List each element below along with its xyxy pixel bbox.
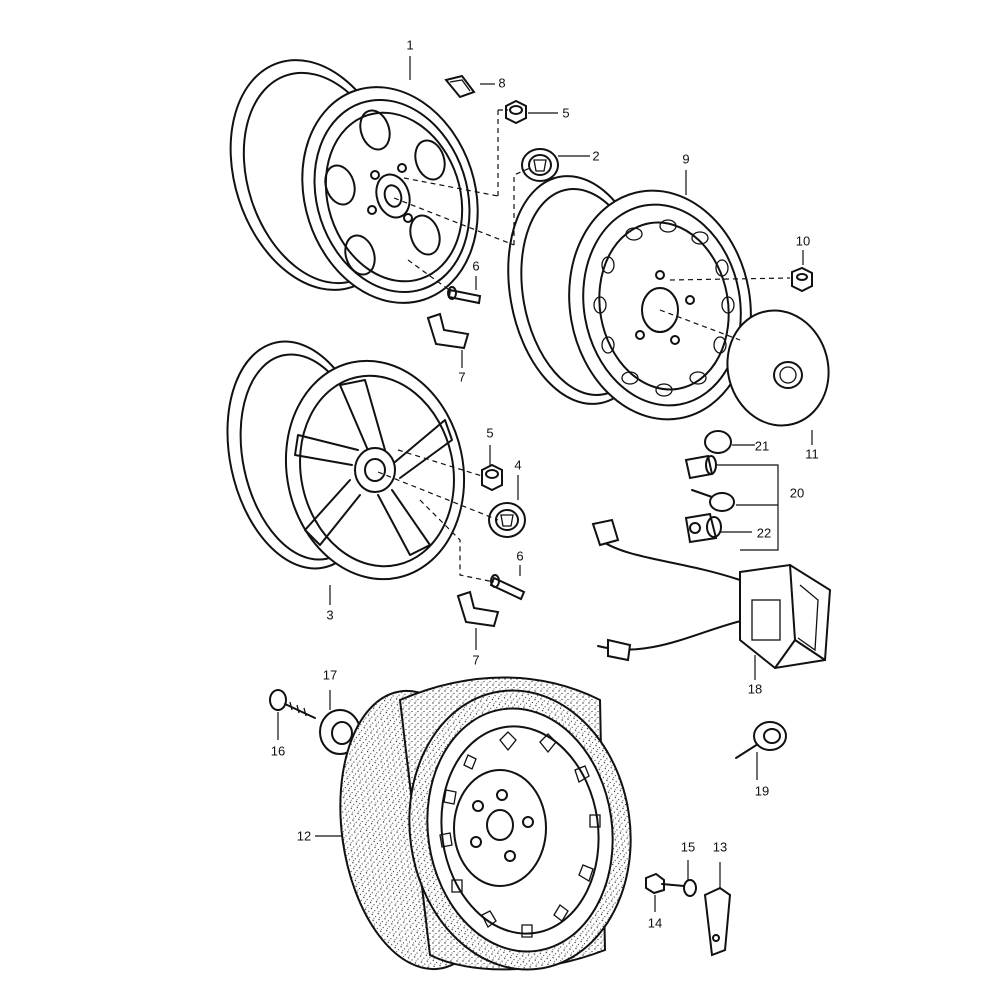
part-6-valve-stem-mid xyxy=(489,574,526,601)
callout-18: 18 xyxy=(748,681,762,696)
callout-5-top: 5 xyxy=(562,105,569,120)
callout-6-top: 6 xyxy=(472,258,479,273)
callout-12: 12 xyxy=(297,828,311,843)
part-4-center-cap xyxy=(488,502,526,538)
callout-17: 17 xyxy=(323,667,337,682)
callout-6-mid: 6 xyxy=(516,548,523,563)
part-15-washer xyxy=(683,879,697,897)
callout-5-mid: 5 xyxy=(486,425,493,440)
callout-7-top: 7 xyxy=(458,369,465,384)
part-22-lock-housing xyxy=(684,512,722,544)
part-6-valve-stem-top xyxy=(447,286,482,305)
part-5-lug-nut-top xyxy=(505,99,527,125)
callout-11: 11 xyxy=(805,446,819,461)
wheel-3-fuchs xyxy=(226,340,466,581)
callout-3: 3 xyxy=(326,607,333,622)
callout-10: 10 xyxy=(796,233,810,248)
callout-7-mid: 7 xyxy=(472,652,479,667)
part-13-clamp xyxy=(703,886,732,957)
part-18-compressor xyxy=(591,518,832,670)
part-5-lug-nut-mid xyxy=(481,463,503,492)
part-10-lug-nut xyxy=(791,266,813,293)
part-12-spare-tire xyxy=(339,676,632,971)
part-20-lock-cylinder xyxy=(684,454,717,480)
part-8-balance-weight xyxy=(444,74,476,99)
part-16-screw xyxy=(269,689,316,719)
part-20-key xyxy=(691,489,735,512)
callout-2: 2 xyxy=(592,148,599,163)
part-19-pressure-gauge xyxy=(735,721,787,759)
callout-20: 20 xyxy=(790,485,804,500)
wheel-9-steel xyxy=(507,175,752,421)
wheel-1-alloy xyxy=(229,59,479,304)
callout-14: 14 xyxy=(648,915,662,930)
part-2-center-cap xyxy=(521,148,559,182)
leader-lines xyxy=(277,56,813,912)
callout-1: 1 xyxy=(406,37,413,52)
part-14-bolt xyxy=(645,872,685,895)
callout-13: 13 xyxy=(713,839,727,854)
part-7-bracket-top xyxy=(426,312,470,350)
part-11-hub-cap xyxy=(726,309,830,427)
callout-22: 22 xyxy=(757,525,771,540)
callout-9: 9 xyxy=(682,151,689,166)
part-7-bracket-mid xyxy=(456,590,500,628)
callout-labels: 1 8 5 2 9 10 6 7 5 11 21 4 20 22 6 3 7 1… xyxy=(271,37,819,930)
alignment-lines xyxy=(377,109,791,583)
callout-19: 19 xyxy=(755,783,769,798)
callout-15: 15 xyxy=(681,839,695,854)
callout-21: 21 xyxy=(755,438,769,453)
callout-4: 4 xyxy=(514,457,521,472)
callout-16: 16 xyxy=(271,743,285,758)
callout-8: 8 xyxy=(498,75,505,90)
part-21-lock-cap xyxy=(704,430,732,454)
